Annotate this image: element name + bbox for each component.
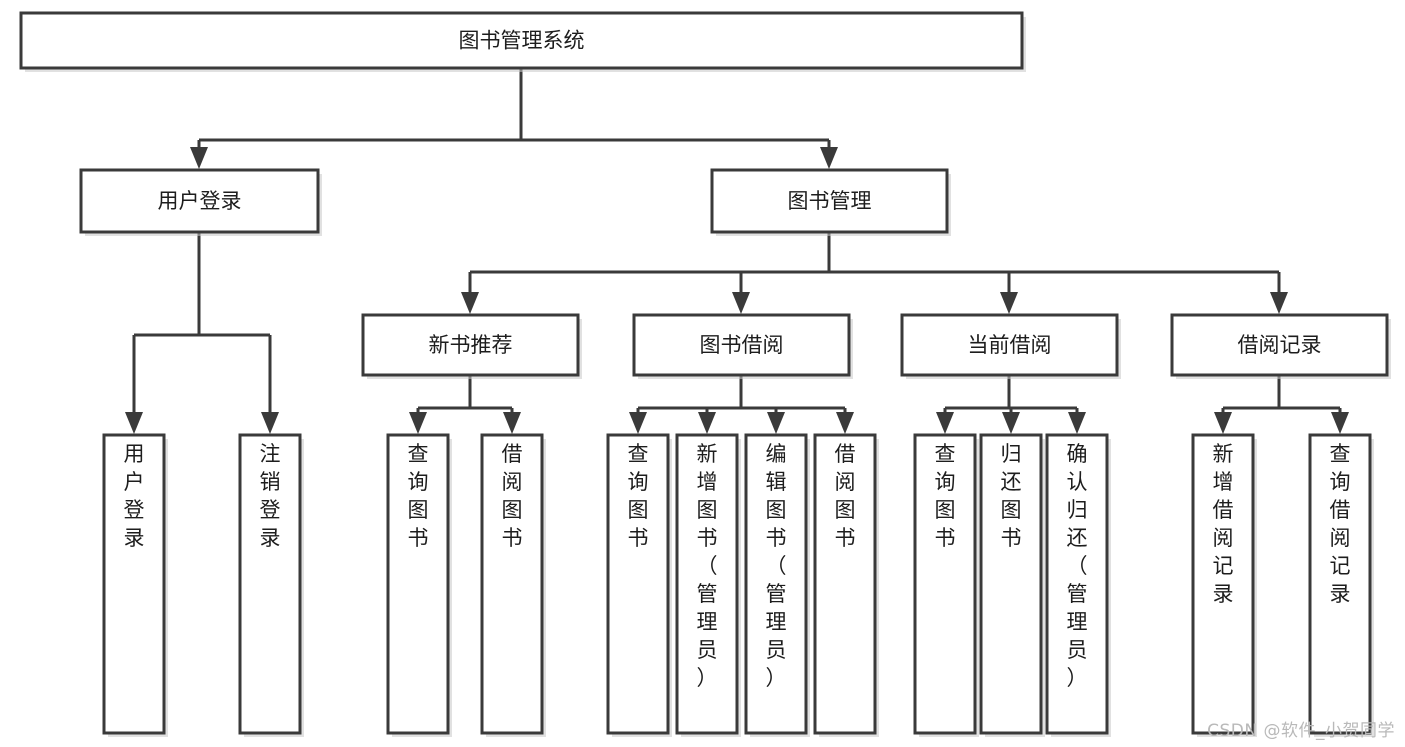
node-boxes-layer: 图书管理系统用户登录图书管理新书推荐图书借阅当前借阅借阅记录用户登录注销登录查询… [19,11,1391,737]
edge-arrowhead [1214,412,1232,434]
node-label: 新增图书（管理员） [697,442,718,690]
node-label: 查询图书 [935,442,956,550]
connector-edges-layer [125,68,1349,434]
node-leaf-leaf-confirm-return[interactable]: 确认归还（管理员） [1045,433,1111,737]
connector-root-bus [190,68,838,169]
node-rect[interactable] [744,433,808,735]
node-level3-current-borrow[interactable]: 当前借阅 [900,313,1121,379]
edge-arrowhead [1270,292,1288,314]
edge-arrowhead [1000,292,1018,314]
node-label: 用户登录 [158,189,242,213]
node-rect[interactable] [1045,433,1109,735]
node-rect[interactable] [1170,313,1389,377]
edge-arrowhead [261,412,279,434]
node-label: 图书管理 [788,189,872,213]
node-rect[interactable] [710,168,949,234]
node-label: 编辑图书（管理员） [766,442,787,690]
node-leaf-leaf-add-book[interactable]: 新增图书（管理员） [675,433,741,737]
edge-arrowhead [936,412,954,434]
node-level3-book-borrow[interactable]: 图书借阅 [632,313,853,379]
node-level2-user-login[interactable]: 用户登录 [79,168,322,236]
node-leaf-leaf-borrow-book-1[interactable]: 借阅图书 [480,433,546,737]
node-rect[interactable] [1308,433,1372,735]
node-leaf-leaf-borrow-book-2[interactable]: 借阅图书 [813,433,879,737]
node-rect[interactable] [979,433,1043,735]
node-rect[interactable] [79,168,320,234]
node-leaf-leaf-query-book-1[interactable]: 查询图书 [386,433,452,737]
node-label: 查询图书 [628,442,649,550]
node-label: 归还图书 [1001,442,1022,550]
edge-arrowhead [1002,412,1020,434]
edge-arrowhead [820,147,838,169]
edge-arrowhead [503,412,521,434]
node-label: 新书推荐 [429,333,513,357]
node-label: 借阅图书 [835,442,856,550]
edge-arrowhead [125,412,143,434]
edge-arrowhead [732,292,750,314]
node-leaf-leaf-edit-book[interactable]: 编辑图书（管理员） [744,433,810,737]
node-level3-new-book-recommend[interactable]: 新书推荐 [361,313,582,379]
node-rect[interactable] [480,433,544,735]
node-rect[interactable] [1191,433,1255,735]
node-rect[interactable] [813,433,877,735]
edge-arrowhead [1331,412,1349,434]
node-rect[interactable] [19,11,1024,70]
node-leaf-leaf-user-login[interactable]: 用户登录 [102,433,168,737]
node-rect[interactable] [900,313,1119,377]
node-label: 当前借阅 [968,333,1052,357]
node-label: 查询图书 [408,442,429,550]
edge-arrowhead [836,412,854,434]
node-leaf-leaf-return-book[interactable]: 归还图书 [979,433,1045,737]
node-level3-borrow-record[interactable]: 借阅记录 [1170,313,1391,379]
connector-borrow-record-bus [1214,375,1349,434]
node-label: 用户登录 [124,442,145,550]
node-label: 新增借阅记录 [1213,442,1234,606]
node-rect[interactable] [675,433,739,735]
node-label: 借阅记录 [1238,333,1322,357]
node-leaf-leaf-query-book-2[interactable]: 查询图书 [606,433,672,737]
node-rect[interactable] [606,433,670,735]
node-level2-book-manage[interactable]: 图书管理 [710,168,951,236]
edge-arrowhead [461,292,479,314]
node-leaf-leaf-add-record[interactable]: 新增借阅记录 [1191,433,1257,737]
node-rect[interactable] [913,433,977,735]
node-label: 图书借阅 [700,333,784,357]
node-label: 注销登录 [260,442,281,550]
node-label: 图书管理系统 [459,29,585,53]
connector-book-manage-bus [461,232,1288,314]
node-rect[interactable] [386,433,450,735]
node-label: 查询借阅记录 [1330,442,1351,606]
node-rect[interactable] [102,433,166,735]
node-label: 借阅图书 [502,442,523,550]
node-leaf-leaf-query-record[interactable]: 查询借阅记录 [1308,433,1374,737]
node-leaf-leaf-query-book-3[interactable]: 查询图书 [913,433,979,737]
connector-user-login-bus [125,232,279,434]
node-label: 确认归还（管理员） [1067,442,1088,690]
csdn-watermark: CSDN @软件_小贺同学 [1207,721,1395,741]
connector-current-borrow-bus [936,375,1086,434]
edge-arrowhead [629,412,647,434]
edge-arrowhead [767,412,785,434]
edge-arrowhead [409,412,427,434]
edge-arrowhead [190,147,208,169]
node-rect[interactable] [632,313,851,377]
node-rect[interactable] [238,433,302,735]
node-root-system[interactable]: 图书管理系统 [19,11,1026,72]
node-rect[interactable] [361,313,580,377]
connector-new-book-bus [409,375,521,434]
edge-arrowhead [1068,412,1086,434]
node-leaf-leaf-logout[interactable]: 注销登录 [238,433,304,737]
edge-arrowhead [698,412,716,434]
connector-book-borrow-bus [629,375,854,434]
